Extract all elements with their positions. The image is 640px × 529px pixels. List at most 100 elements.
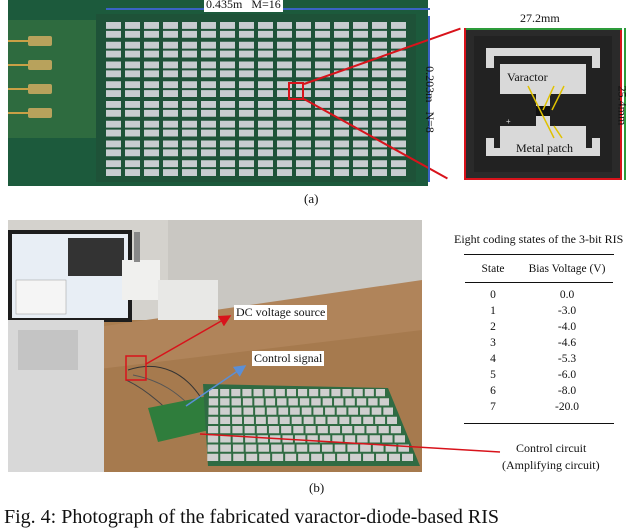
dc-voltage-source-label: DC voltage source (234, 305, 328, 320)
unit-cell (391, 81, 406, 97)
unit-cell (315, 61, 330, 78)
ris-cell (242, 389, 252, 397)
ris-cell (321, 444, 333, 452)
ris-cell (371, 407, 382, 415)
unit-cell (125, 140, 140, 157)
cell-voltage: -8.0 (557, 385, 577, 397)
ris-cell (220, 389, 230, 397)
table-row: 7-20.0 (465, 399, 613, 415)
annotation-arrows (145, 315, 501, 453)
unit-cell (258, 22, 273, 38)
ris-cell (258, 444, 270, 452)
ris-cell (290, 407, 300, 415)
ris-cell (354, 426, 365, 434)
ris-cell (268, 426, 280, 434)
ris-cell (351, 416, 362, 424)
table-title: Eight coding states of the 3-bit RIS (454, 232, 624, 246)
ris-cell (372, 444, 384, 452)
ris-cell (296, 444, 308, 452)
ris-cell (315, 416, 326, 424)
unit-cell (144, 22, 159, 38)
unit-cell (353, 22, 368, 38)
unit-cell (220, 81, 235, 97)
unit-cell (372, 101, 387, 117)
ris-cell (342, 389, 352, 397)
cell-voltage: -20.0 (555, 401, 579, 413)
ris-cell (298, 453, 310, 461)
header-bias-voltage: Bias Voltage (V) (528, 262, 606, 275)
ris-cell (350, 453, 362, 461)
unit-cell (239, 140, 254, 157)
unit-cell (334, 81, 349, 97)
unit-cell (220, 41, 235, 58)
ris-cell (208, 398, 219, 406)
unit-cell (239, 101, 254, 117)
cell-state: 0 (490, 289, 496, 301)
cell-state: 6 (490, 385, 496, 397)
unit-cell (334, 160, 349, 176)
ris-cell (375, 416, 386, 424)
ris-cell (207, 435, 219, 443)
unit-cell (391, 160, 406, 176)
ris-cell (311, 453, 323, 461)
ris-cell (207, 453, 219, 461)
table-frame (464, 254, 614, 424)
unit-cell (353, 120, 368, 137)
ris-cell (376, 453, 388, 461)
unit-cell (182, 120, 197, 137)
unit-cell (163, 22, 178, 38)
ris-cell (208, 407, 219, 415)
unit-cell (201, 61, 216, 78)
unit-cell (372, 81, 387, 97)
ris-cell (334, 398, 344, 406)
unit-cell (277, 140, 292, 157)
ris-cell (233, 453, 245, 461)
ris-cell (369, 435, 381, 443)
figure-caption: Fig. 4: Photograph of the fabricated var… (4, 506, 500, 528)
ris-cell (309, 389, 319, 397)
ris-cell (398, 444, 409, 452)
ris-cell (336, 407, 347, 415)
ris-cell (231, 398, 241, 406)
array-width-label: 0.435m M=16 (204, 0, 283, 12)
unit-cell (144, 101, 159, 117)
unit-cell (372, 22, 387, 38)
ris-cell (303, 416, 314, 424)
ris-cell (301, 407, 312, 415)
cell-width-dimension-line (466, 28, 622, 30)
unit-cell (182, 22, 197, 38)
ris-cell (329, 426, 341, 434)
header-state: State (481, 262, 505, 275)
ris-cell (353, 389, 363, 397)
unit-cell (144, 81, 159, 97)
unit-cell (353, 160, 368, 176)
ris-cell (232, 444, 244, 452)
unit-cell (125, 81, 140, 97)
unit-cell (144, 160, 159, 176)
ris-cell (253, 389, 263, 397)
ris-cell (389, 453, 401, 461)
unit-cell (315, 41, 330, 58)
cell-height-label: 25.4mm (615, 85, 630, 126)
unit-cell (258, 61, 273, 78)
unit-cell (239, 22, 254, 38)
unit-cell (315, 160, 330, 176)
cell-state: 3 (490, 337, 496, 349)
control-pcb (8, 20, 108, 138)
unit-cell (296, 101, 311, 117)
unit-cell (220, 61, 235, 78)
unit-cell (258, 140, 273, 157)
unit-cell (220, 22, 235, 38)
control-signal-label: Control signal (252, 351, 325, 366)
ris-cell (339, 416, 350, 424)
unit-cell (220, 140, 235, 157)
unit-cell (239, 81, 254, 97)
ris-cell (220, 444, 231, 452)
ris-cell (319, 435, 331, 443)
ris-cell (245, 444, 257, 452)
ris-cell (220, 453, 232, 461)
ris-cell (208, 426, 219, 434)
ris-cell (317, 426, 328, 434)
